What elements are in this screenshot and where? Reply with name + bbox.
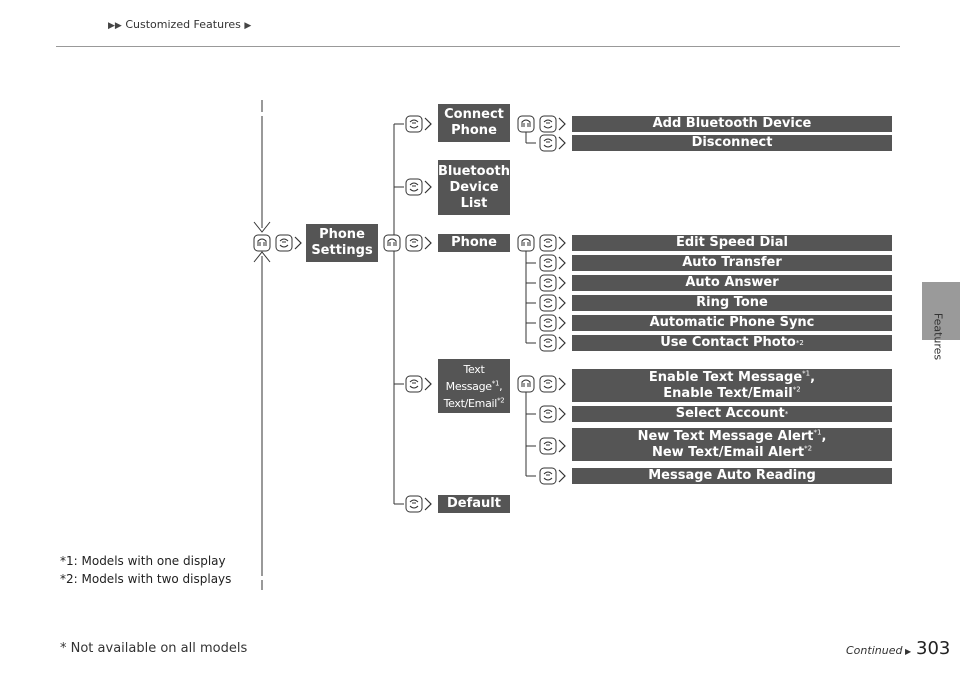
ring-tone-item: Ring Tone — [572, 295, 892, 311]
message-auto-reading-label: Message Auto Reading — [648, 468, 816, 483]
phone-settings-box: Phone Settings — [306, 224, 378, 262]
enable-text-l2: Enable Text/Email — [663, 385, 793, 401]
text-sup1: *1 — [491, 378, 500, 387]
continued-arrow-icon: ▶ — [902, 647, 912, 656]
phone-label: Phone — [451, 235, 497, 250]
connect-phone-box: Connect Phone — [438, 104, 510, 142]
use-contact-photo-label: Use Contact Photo — [660, 335, 796, 350]
enable-text-message-item: Enable Text Message*1, Enable Text/Email… — [572, 369, 892, 402]
header-arrows: ▶▶ — [108, 21, 122, 31]
add-bluetooth-device-item: Add Bluetooth Device — [572, 116, 892, 132]
alert-sup2: *2 — [804, 444, 813, 453]
auto-transfer-label: Auto Transfer — [682, 255, 782, 270]
text-line2: Message — [445, 379, 492, 393]
enable-text-sup1: *1 — [802, 369, 811, 378]
use-contact-photo-item: Use Contact Photo*2 — [572, 335, 892, 351]
alert-l2: New Text/Email Alert — [651, 444, 805, 460]
phone-settings-line1: Phone — [319, 227, 365, 242]
availability-note: * Not available on all models — [60, 641, 248, 656]
alert-comma: , — [821, 428, 827, 444]
continued-label: Continued ▶ — [846, 644, 911, 657]
page-number: 303 — [916, 638, 951, 659]
bluetooth-line2: Device — [449, 179, 499, 195]
text-sup2: *2 — [497, 395, 505, 404]
bluetooth-line3: List — [460, 195, 488, 211]
bluetooth-device-list-box: Bluetooth Device List — [438, 160, 510, 215]
alert-sup1: *1 — [813, 428, 822, 437]
ring-tone-label: Ring Tone — [696, 295, 768, 310]
auto-transfer-item: Auto Transfer — [572, 255, 892, 271]
page-header: ▶▶ Customized Features ▶ — [108, 18, 251, 31]
phone-settings-line2: Settings — [311, 243, 373, 258]
connect-phone-line2: Phone — [451, 123, 497, 138]
phone-box: Phone — [438, 234, 510, 252]
automatic-phone-sync-label: Automatic Phone Sync — [649, 315, 815, 330]
default-label: Default — [447, 496, 501, 511]
footnote-1: *1: Models with one display — [60, 554, 226, 568]
header-arrow-end: ▶ — [244, 21, 252, 31]
disconnect-label: Disconnect — [691, 135, 773, 150]
new-text-message-alert-item: New Text Message Alert*1, New Text/Email… — [572, 428, 892, 461]
default-box: Default — [438, 495, 510, 513]
edit-speed-dial-label: Edit Speed Dial — [676, 235, 788, 250]
auto-answer-label: Auto Answer — [685, 275, 779, 290]
message-auto-reading-item: Message Auto Reading — [572, 468, 892, 484]
text-message-box: Text Message*1, Text/Email*2 — [438, 359, 510, 413]
footnotes: *1: Models with one display *2: Models w… — [60, 552, 231, 588]
select-account-item: Select Account* — [572, 406, 892, 422]
select-account-label: Select Account — [675, 406, 785, 421]
header-rule — [56, 46, 900, 47]
text-line1: Text — [463, 362, 485, 376]
automatic-phone-sync-item: Automatic Phone Sync — [572, 315, 892, 331]
text-comma: , — [499, 379, 503, 393]
alert-l1: New Text Message Alert — [637, 428, 814, 444]
disconnect-item: Disconnect — [572, 135, 892, 151]
section-tab — [922, 282, 960, 340]
enable-text-l1: Enable Text Message — [648, 369, 803, 385]
enable-text-sup2: *2 — [792, 385, 801, 394]
header-title: Customized Features — [125, 18, 241, 31]
add-bluetooth-device-label: Add Bluetooth Device — [652, 116, 812, 131]
bluetooth-line1: Bluetooth — [438, 163, 510, 179]
auto-answer-item: Auto Answer — [572, 275, 892, 291]
connect-phone-line1: Connect — [444, 107, 504, 122]
footnote-2: *2: Models with two displays — [60, 572, 232, 586]
edit-speed-dial-item: Edit Speed Dial — [572, 235, 892, 251]
continued-text: Continued — [846, 644, 903, 657]
enable-text-comma: , — [810, 369, 816, 385]
text-line3: Text/Email — [443, 396, 498, 410]
